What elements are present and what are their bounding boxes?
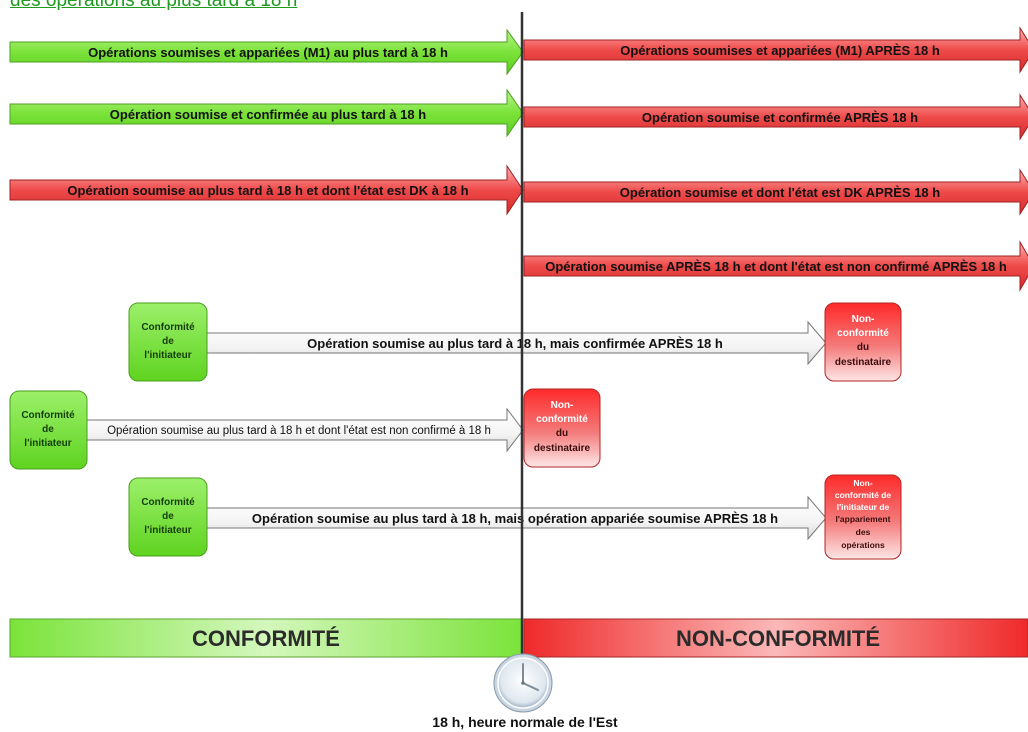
band-compliance: CONFORMITÉ <box>9 618 523 658</box>
band-noncompliance: NON-CONFORMITÉ <box>523 618 1028 658</box>
arrow-compliant-confirmed: Opération soumise et confirmée au plus t… <box>9 88 524 138</box>
arrow-label: Opération soumise et confirmée APRÈS 18 … <box>642 110 918 125</box>
arrow-confirmed-after: Opération soumise au plus tard à 18 h, m… <box>205 320 827 366</box>
arrow-label: Opération soumise et dont l'état est DK … <box>620 185 941 200</box>
arrow-label: Opération soumise au plus tard à 18 h, m… <box>307 336 723 351</box>
svg-text:de: de <box>162 511 174 522</box>
svg-text:l'initiateur: l'initiateur <box>144 525 191 536</box>
clock-icon <box>493 653 553 713</box>
box-recipient-noncompliance: Non- conformité du destinataire <box>523 388 601 468</box>
arrow-label: Opération soumise APRÈS 18 h et dont l'é… <box>545 259 1007 274</box>
svg-text:du: du <box>857 342 869 353</box>
box-initiator-matching-noncompliance: Non- conformité de l'initiateur de l'app… <box>824 474 902 560</box>
svg-text:l'initiateur de: l'initiateur de <box>837 502 890 512</box>
svg-text:Non-: Non- <box>852 314 875 325</box>
svg-text:Non-: Non- <box>551 400 574 411</box>
svg-text:Conformité: Conformité <box>141 497 195 508</box>
svg-text:l'appariement: l'appariement <box>836 514 891 524</box>
svg-text:destinataire: destinataire <box>835 357 892 368</box>
svg-text:NON-CONFORMITÉ: NON-CONFORMITÉ <box>676 626 880 651</box>
box-initiator-compliance: Conformité de l'initiateur <box>9 390 88 470</box>
svg-text:du: du <box>556 428 568 439</box>
box-initiator-compliance: Conformité de l'initiateur <box>128 477 208 557</box>
arrow-noncompliant-matched: Opérations soumises et appariées (M1) AP… <box>523 26 1028 74</box>
arrow-label: Opération soumise au plus tard à 18 h et… <box>107 425 491 437</box>
svg-text:l'initiateur: l'initiateur <box>144 350 191 361</box>
svg-text:des: des <box>856 527 871 537</box>
arrow-unconfirmed-at-18h: Opération soumise au plus tard à 18 h et… <box>86 407 524 453</box>
arrow-label: Opération soumise au plus tard à 18 h et… <box>67 183 468 198</box>
svg-text:CONFORMITÉ: CONFORMITÉ <box>192 626 340 651</box>
arrow-label: Opération soumise au plus tard à 18 h, m… <box>252 511 778 526</box>
svg-text:Conformité: Conformité <box>141 322 195 333</box>
svg-text:conformité: conformité <box>536 414 588 425</box>
svg-text:de: de <box>42 424 54 435</box>
arrow-label: Opération soumise et confirmée au plus t… <box>110 107 426 122</box>
arrow-dk-before: Opération soumise au plus tard à 18 h et… <box>9 164 524 216</box>
svg-text:conformité de: conformité de <box>835 490 891 500</box>
arrow-noncompliant-confirmed: Opération soumise et confirmée APRÈS 18 … <box>523 93 1028 141</box>
svg-text:Conformité: Conformité <box>21 410 75 421</box>
arrow-dk-after: Opération soumise et dont l'état est DK … <box>523 168 1028 216</box>
svg-text:destinataire: destinataire <box>534 443 591 454</box>
box-recipient-noncompliance: Non- conformité du destinataire <box>824 302 902 382</box>
arrow-unconfirmed-after: Opération soumise APRÈS 18 h et dont l'é… <box>523 240 1028 292</box>
svg-text:de: de <box>162 336 174 347</box>
svg-text:Non-: Non- <box>853 478 873 488</box>
box-initiator-compliance: Conformité de l'initiateur <box>128 302 208 382</box>
svg-text:conformité: conformité <box>837 328 889 339</box>
arrow-label: Opérations soumises et appariées (M1) AP… <box>620 43 940 58</box>
arrow-compliant-matched: Opérations soumises et appariées (M1) au… <box>9 28 524 76</box>
arrow-matched-after: Opération soumise au plus tard à 18 h, m… <box>205 495 827 541</box>
svg-text:l'initiateur: l'initiateur <box>24 438 71 449</box>
svg-text:opérations: opérations <box>841 540 885 550</box>
arrow-label: Opérations soumises et appariées (M1) au… <box>88 45 448 60</box>
page-title-link[interactable]: des opérations au plus tard à 18 h <box>10 0 298 11</box>
footer-caption: 18 h, heure normale de l'Est <box>432 714 618 730</box>
